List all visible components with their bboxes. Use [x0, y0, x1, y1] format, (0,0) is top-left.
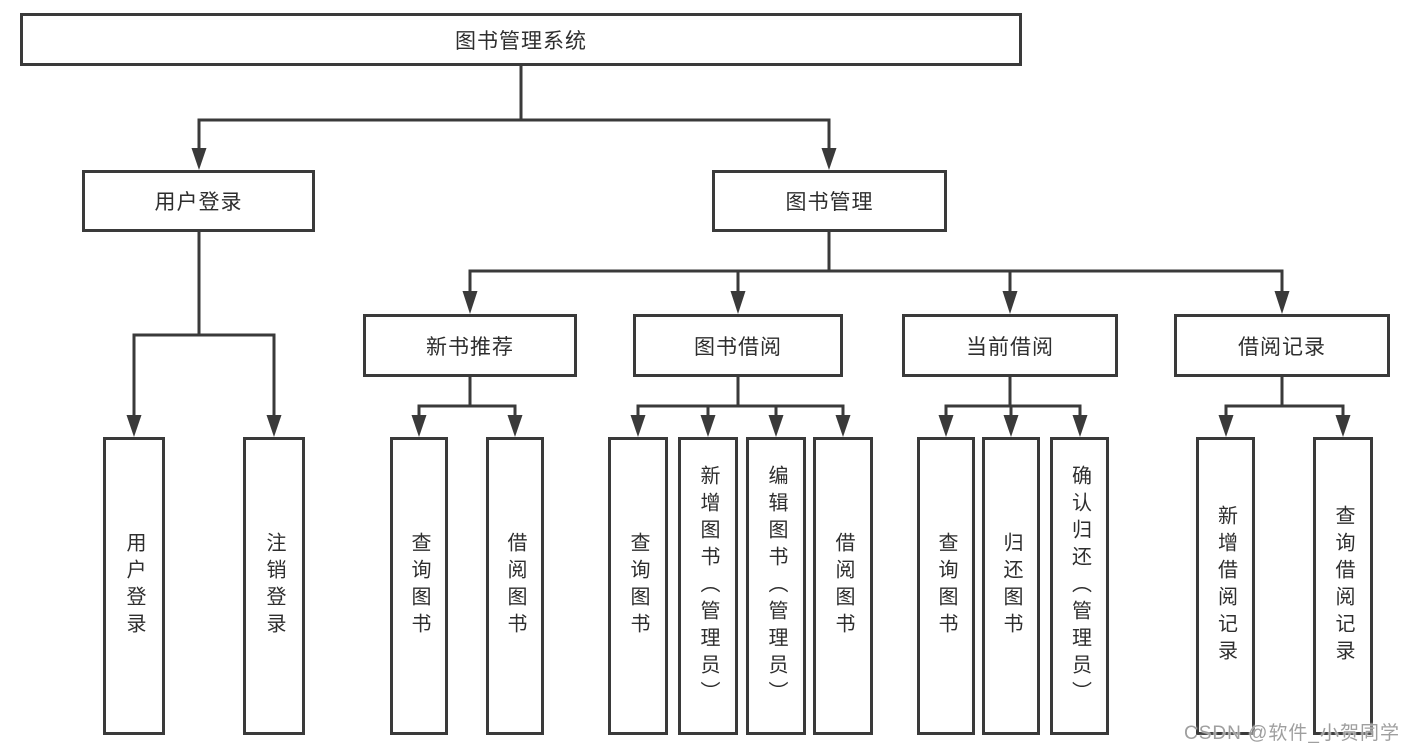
arrow-down-icon [266, 415, 282, 437]
leaf-edit-books-admin: 编辑图书（管理员） [746, 437, 806, 735]
watermark: CSDN @软件_小贺同学 [1184, 723, 1400, 744]
leaf-recommend-query-books-label: 查询图书 [408, 532, 430, 640]
leaf-add-borrow-record-label: 新增借阅记录 [1214, 505, 1237, 667]
leaf-user-login-label: 用户登录 [123, 532, 145, 640]
connector-book-management-to-level3 [468, 232, 1284, 292]
node-borrow-records: 借阅记录 [1174, 314, 1390, 377]
node-current-borrow-label: 当前借阅 [966, 335, 1054, 359]
arrow-down-icon [1274, 291, 1290, 314]
leaf-borrow-query-books-label: 查询图书 [627, 532, 649, 640]
arrow-down-icon [1072, 415, 1088, 437]
leaf-add-borrow-record: 新增借阅记录 [1196, 437, 1255, 735]
leaf-borrow-books: 借阅图书 [813, 437, 873, 735]
arrow-down-icon [411, 415, 427, 437]
arrow-down-icon [835, 415, 851, 437]
leaf-add-books-admin: 新增图书（管理员） [678, 437, 738, 735]
arrow-down-icon [1003, 415, 1019, 437]
node-current-borrow: 当前借阅 [902, 314, 1118, 377]
leaf-return-books-label: 归还图书 [1000, 532, 1022, 640]
node-root-label: 图书管理系统 [455, 29, 587, 53]
arrow-down-icon [630, 415, 646, 437]
arrow-down-icon [126, 415, 142, 437]
arrow-down-icon [700, 415, 716, 437]
node-borrow-records-label: 借阅记录 [1238, 335, 1326, 359]
leaf-logout: 注销登录 [243, 437, 305, 735]
leaf-add-books-admin-label: 新增图书（管理员） [697, 464, 719, 708]
connector-borrow-records-to-leaves [1224, 377, 1345, 416]
node-user-login-label: 用户登录 [154, 191, 243, 214]
leaf-recommend-query-books: 查询图书 [390, 437, 448, 735]
connector-user-login-to-leaves [132, 232, 276, 416]
arrow-down-icon [730, 291, 746, 314]
node-book-borrow: 图书借阅 [633, 314, 843, 377]
node-user-login: 用户登录 [82, 170, 315, 232]
node-book-management: 图书管理 [712, 170, 947, 232]
node-new-book-recommend-label: 新书推荐 [426, 335, 514, 359]
leaf-edit-books-admin-label: 编辑图书（管理员） [765, 464, 787, 708]
leaf-query-borrow-record: 查询借阅记录 [1313, 437, 1373, 735]
leaf-recommend-borrow-books-label: 借阅图书 [504, 532, 526, 640]
arrow-down-icon [938, 415, 954, 437]
leaf-return-books: 归还图书 [982, 437, 1040, 735]
arrow-down-icon [1335, 415, 1351, 437]
node-book-management-label: 图书管理 [785, 191, 874, 214]
arrow-down-icon [821, 148, 837, 170]
leaf-current-query-books-label: 查询图书 [935, 532, 957, 640]
connector-new-book-recommend-to-leaves [417, 377, 517, 416]
leaf-query-borrow-record-label: 查询借阅记录 [1332, 505, 1354, 667]
arrow-down-icon [1218, 415, 1234, 437]
leaf-borrow-books-label: 借阅图书 [832, 532, 854, 640]
connector-book-borrow-to-leaves [636, 377, 845, 416]
leaf-confirm-return-admin: 确认归还（管理员） [1050, 437, 1109, 735]
leaf-recommend-borrow-books: 借阅图书 [486, 437, 544, 735]
leaf-confirm-return-admin-label: 确认归还（管理员） [1068, 464, 1091, 708]
arrow-down-icon [768, 415, 784, 437]
leaf-user-login: 用户登录 [103, 437, 165, 735]
arrow-down-icon [191, 148, 207, 170]
leaf-current-query-books: 查询图书 [917, 437, 975, 735]
node-book-borrow-label: 图书借阅 [694, 335, 782, 359]
connector-root-to-level2 [197, 66, 831, 150]
arrow-down-icon [1002, 291, 1018, 314]
node-new-book-recommend: 新书推荐 [363, 314, 577, 377]
node-root: 图书管理系统 [20, 13, 1022, 66]
arrow-down-icon [507, 415, 523, 437]
leaf-borrow-query-books: 查询图书 [608, 437, 668, 735]
arrow-down-icon [462, 291, 478, 314]
arrowheads [126, 148, 1351, 437]
leaf-logout-label: 注销登录 [263, 532, 285, 640]
connector-current-borrow-to-leaves [944, 377, 1082, 416]
